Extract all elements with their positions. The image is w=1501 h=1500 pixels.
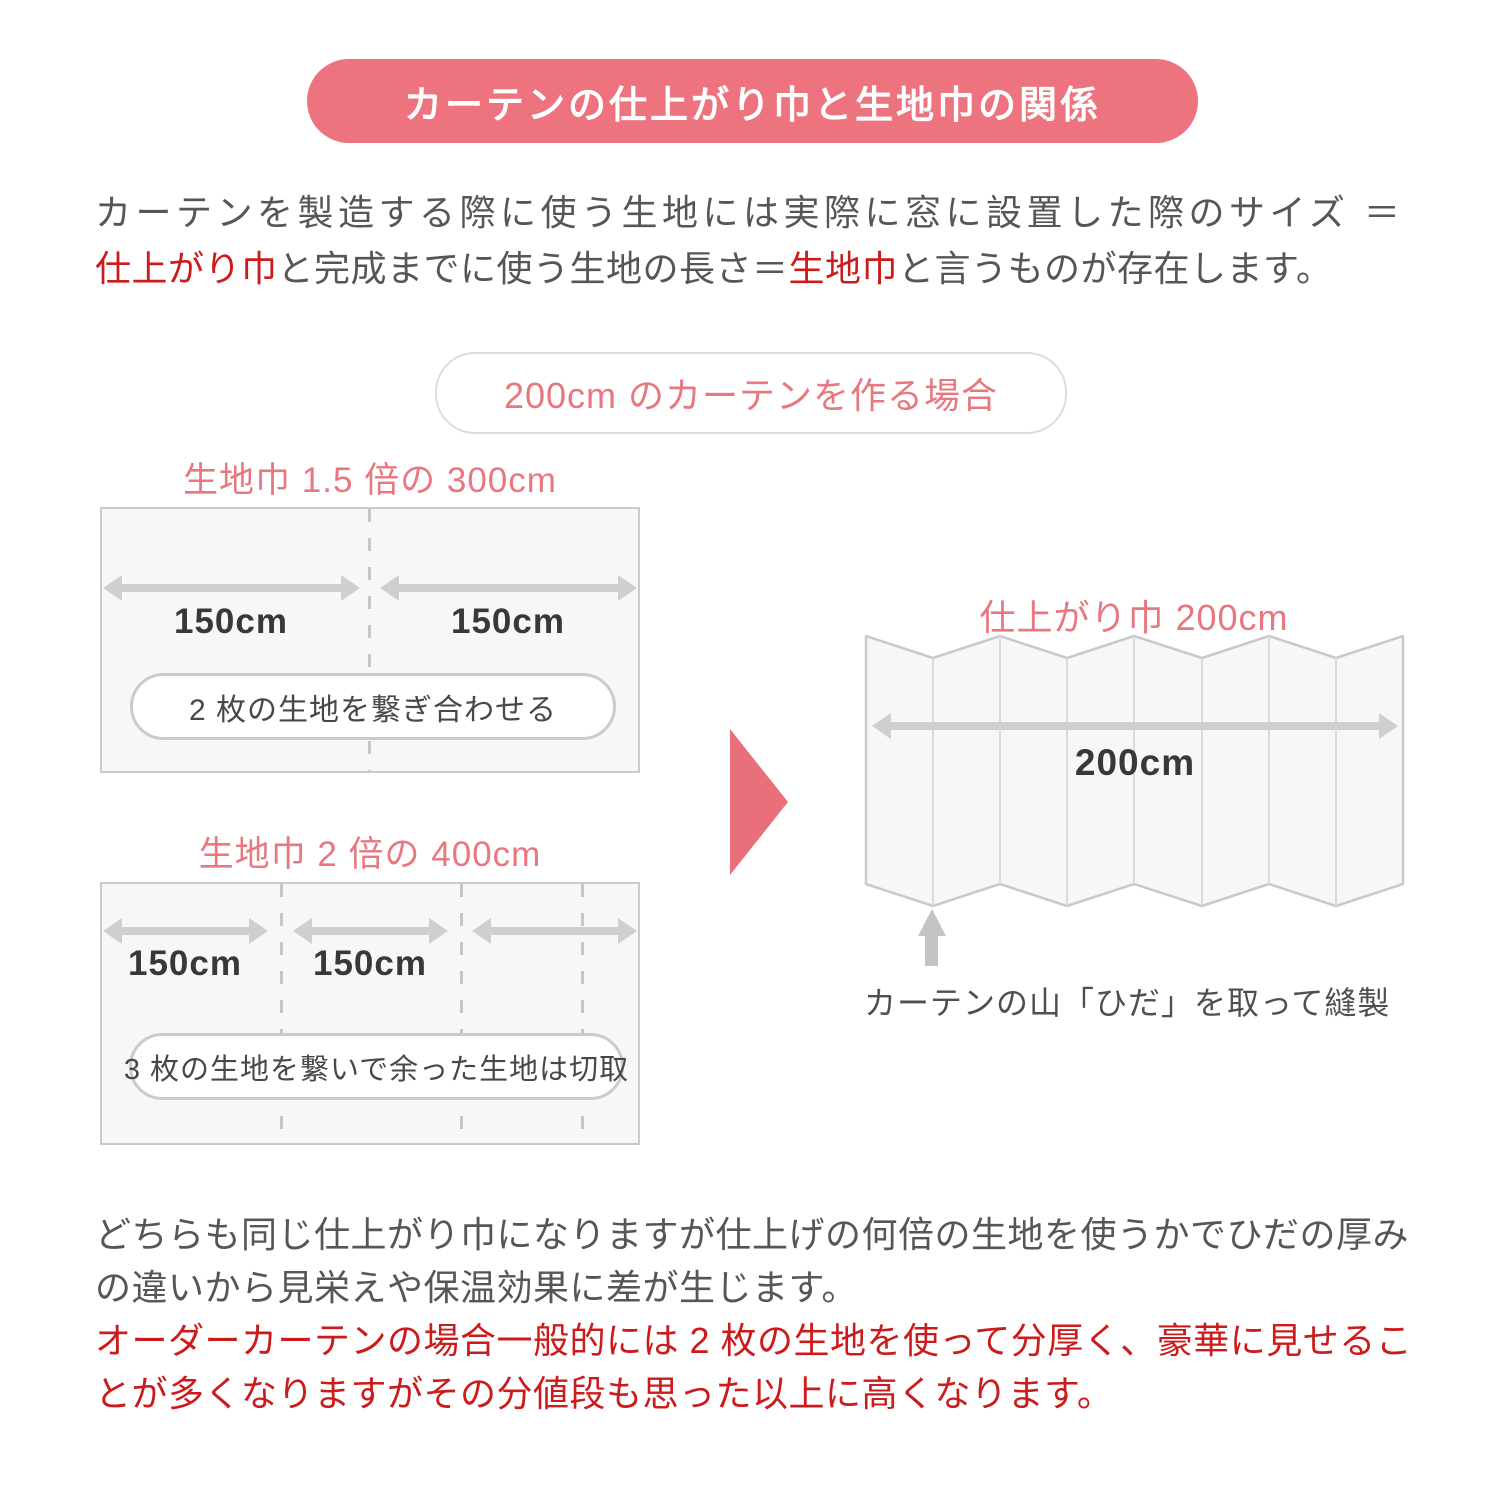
width-label: 150cm: [174, 602, 288, 641]
outro-line-1: どちらも同じ仕上がり巾になりますが仕上げの何倍の生地を使うかでひだの厚み: [95, 1214, 1410, 1255]
arrow-shaft: [395, 584, 622, 592]
arrow-shaft: [118, 927, 253, 935]
seam-dashed-line: [368, 509, 371, 771]
outro-line-2: の違いから見栄えや保温効果に差が生じます。: [95, 1267, 858, 1308]
pleat-pointer-arrow-icon: [918, 909, 946, 936]
arrow-shaft: [887, 722, 1383, 730]
intro-line-1: カーテンを製造する際に使う生地には実際に窓に設置した際のサイズ ＝: [95, 184, 1404, 236]
case-label-pill: 200cm のカーテンを作る場合: [435, 352, 1067, 434]
outro-line-4: とが多くなりますがその分値段も思った以上に高くなります。: [95, 1373, 1114, 1414]
diagram-300-title: 生地巾 1.5 倍の 300cm: [183, 461, 557, 500]
intro-highlight-fabric-width: 生地巾: [788, 248, 899, 289]
width-label: 150cm: [313, 944, 427, 983]
intro-line-2: 仕上がり巾と完成までに使う生地の長さ＝生地巾と言うものが存在します。: [95, 240, 1332, 292]
width-arrow: [380, 575, 637, 601]
arrow-shaft: [487, 927, 622, 935]
width-arrow: [103, 575, 360, 601]
fabric-panel-400: [100, 882, 640, 1145]
note-text: 3 枚の生地を繋いで余った生地は切取: [123, 1053, 630, 1086]
diagram-400-title: 生地巾 2 倍の 400cm: [198, 835, 542, 874]
finished-width-arrow: [872, 713, 1398, 739]
note-pill-join-2: 2 枚の生地を繋ぎ合わせる: [130, 673, 616, 740]
finished-width-label: 200cm: [1074, 742, 1196, 783]
outro-line-3: オーダーカーテンの場合一般的には 2 枚の生地を使って分厚く、豪華に見せるこ: [95, 1320, 1413, 1361]
flow-arrow-right-icon: [730, 729, 788, 875]
width-label: 150cm: [128, 944, 242, 983]
pleat-caption: カーテンの山「ひだ」を取って縫製: [864, 985, 1391, 1021]
intro-text-3: と言うものが存在します。: [898, 248, 1333, 289]
width-label: 150cm: [451, 602, 565, 641]
note-text: 2 枚の生地を繋ぎ合わせる: [188, 693, 558, 727]
seam-dashed-line: [460, 884, 463, 1143]
intro-highlight-finished-width: 仕上がり巾: [95, 248, 278, 289]
case-label: 200cm のカーテンを作る場合: [503, 375, 999, 416]
page-title: カーテンの仕上がり巾と生地巾の関係: [403, 84, 1101, 127]
intro-text-2: と完成までに使う生地の長さ＝: [277, 248, 789, 289]
width-arrow-remnant: [472, 918, 637, 944]
result-title: 仕上がり巾 200cm: [979, 597, 1289, 638]
title-banner: カーテンの仕上がり巾と生地巾の関係: [307, 59, 1198, 143]
note-pill-join-3: 3 枚の生地を繋いで余った生地は切取: [124, 1033, 628, 1100]
curtain-fold-lines: [932, 636, 1337, 906]
pleat-pointer-arrow-shaft: [925, 934, 938, 966]
width-arrow: [293, 918, 448, 944]
arrow-shaft: [118, 584, 345, 592]
seam-dashed-line: [280, 884, 283, 1143]
curtain-shape: [864, 634, 1405, 908]
intro-text-1: カーテンを製造する際に使う生地には実際に窓に設置した際のサイズ ＝: [95, 192, 1405, 233]
arrow-shaft: [308, 927, 433, 935]
cut-dashed-line: [581, 884, 584, 1143]
width-arrow: [103, 918, 268, 944]
